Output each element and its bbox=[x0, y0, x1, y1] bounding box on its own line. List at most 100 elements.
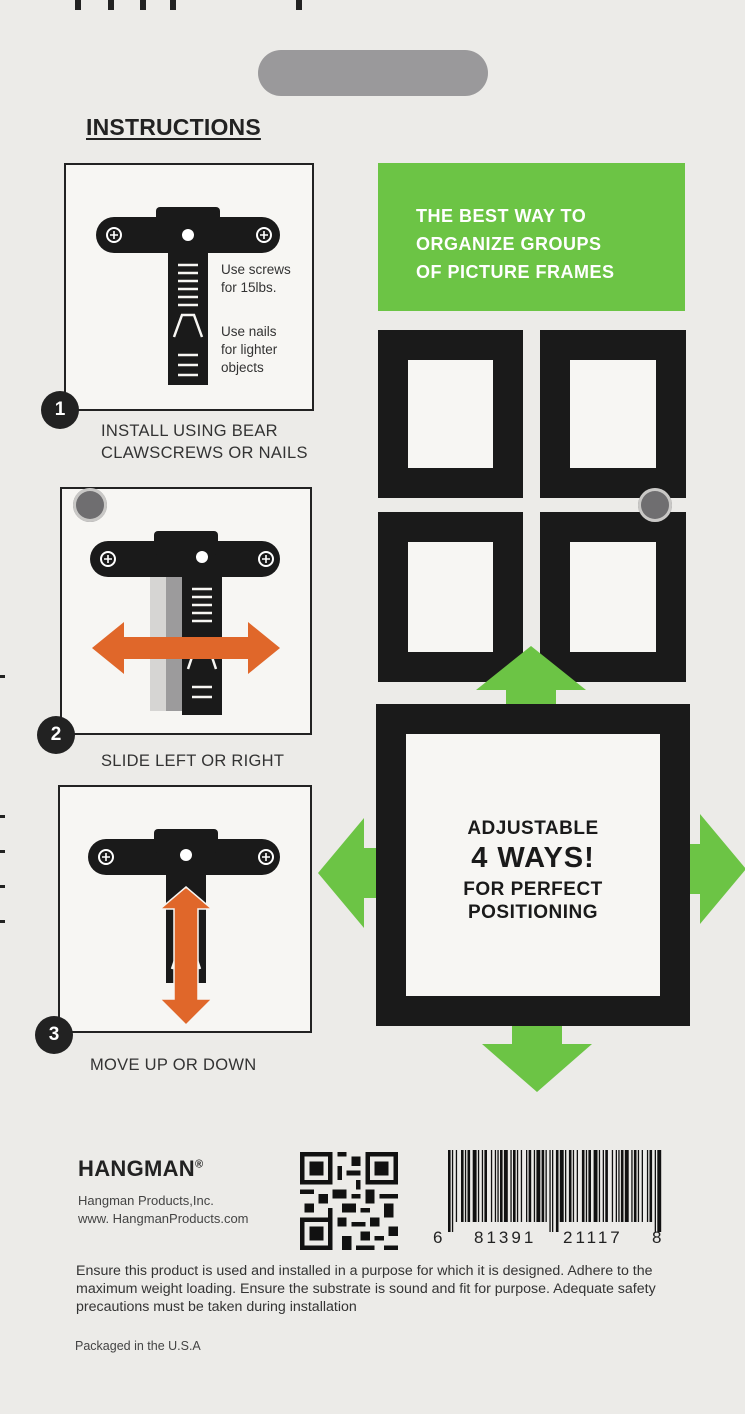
barcode-bar bbox=[464, 1150, 467, 1222]
barcode-bar bbox=[624, 1150, 629, 1222]
barcode-bar bbox=[615, 1150, 617, 1222]
barcode-bar bbox=[657, 1150, 662, 1232]
barcode-bar bbox=[451, 1150, 454, 1232]
side-edge-mark bbox=[0, 815, 5, 818]
left-arrow-icon bbox=[318, 818, 380, 928]
top-edge-mark bbox=[140, 0, 146, 10]
barcode-digit: 8 bbox=[652, 1228, 662, 1247]
top-edge-mark bbox=[75, 0, 81, 10]
promo-banner: THE BEST WAY TO ORGANIZE GROUPS OF PICTU… bbox=[378, 163, 685, 311]
barcode bbox=[448, 1150, 662, 1232]
step-3-number: 3 bbox=[35, 1016, 73, 1054]
barcode-bar bbox=[494, 1150, 497, 1222]
brand-logo: HANGMAN® bbox=[78, 1156, 203, 1182]
barcode-bar bbox=[536, 1150, 541, 1222]
instructions-title: INSTRUCTIONS bbox=[86, 114, 261, 140]
note-line: for 15lbs. bbox=[221, 280, 277, 295]
barcode-bar bbox=[598, 1150, 601, 1222]
step-1-number: 1 bbox=[41, 391, 79, 429]
barcode-bar bbox=[568, 1150, 572, 1222]
note-line: objects bbox=[221, 360, 264, 375]
up-arrow-icon bbox=[476, 646, 586, 704]
note-line: for lighter bbox=[221, 342, 278, 357]
brand-name: HANGMAN bbox=[78, 1156, 195, 1181]
barcode-bar bbox=[526, 1150, 528, 1222]
packaged-note: Packaged in the U.S.A bbox=[75, 1339, 201, 1353]
barcode-digit: 81391 bbox=[474, 1228, 537, 1247]
barcode-bar bbox=[477, 1150, 480, 1222]
barcode-bar bbox=[585, 1150, 588, 1222]
promo-line: ORGANIZE GROUPS bbox=[416, 234, 602, 254]
barcode-bar bbox=[472, 1150, 477, 1222]
screws-note: Use screws for 15lbs. bbox=[221, 261, 291, 297]
barcode-bar bbox=[513, 1150, 516, 1222]
barcode-bar bbox=[461, 1150, 464, 1222]
move-illustration bbox=[88, 829, 280, 1027]
side-edge-mark bbox=[0, 850, 5, 853]
barcode-bar bbox=[588, 1150, 591, 1222]
barcode-bar bbox=[576, 1150, 578, 1222]
barcode-bar bbox=[633, 1150, 637, 1222]
barcode-bar bbox=[484, 1150, 487, 1222]
step-1-panel: Use screws for 15lbs. Use nails for ligh… bbox=[64, 163, 314, 411]
caption-line: CLAWSCREWS OR NAILS bbox=[101, 444, 308, 462]
step-2-caption: SLIDE LEFT OR RIGHT bbox=[101, 752, 285, 770]
barcode-bar bbox=[490, 1150, 493, 1222]
barcode-bar bbox=[565, 1150, 567, 1222]
barcode-bar bbox=[481, 1150, 484, 1222]
package-hole bbox=[638, 488, 672, 522]
barcode-bar bbox=[559, 1150, 564, 1222]
barcode-bar bbox=[555, 1150, 559, 1232]
picture-frame bbox=[540, 512, 686, 682]
adjust-line: FOR PERFECT bbox=[463, 879, 603, 900]
barcode-bar bbox=[611, 1150, 614, 1222]
barcode-bar bbox=[552, 1150, 554, 1232]
adjustable-text: ADJUSTABLE 4 WAYS! FOR PERFECT POSITIONI… bbox=[406, 818, 660, 924]
barcode-bar bbox=[631, 1150, 633, 1222]
adjust-line: POSITIONING bbox=[467, 902, 599, 923]
barcode-bar bbox=[467, 1150, 471, 1222]
top-edge-mark bbox=[296, 0, 302, 10]
barcode-bar bbox=[533, 1150, 536, 1222]
caption-line: INSTALL USING BEAR bbox=[101, 422, 278, 440]
barcode-bar bbox=[581, 1150, 585, 1222]
step-2-number: 2 bbox=[37, 716, 75, 754]
top-edge-mark bbox=[108, 0, 114, 10]
picture-frame bbox=[378, 512, 523, 682]
t-hanger-illustration bbox=[96, 207, 280, 385]
barcode-bar bbox=[503, 1150, 508, 1222]
nails-note: Use nails for lighter objects bbox=[221, 323, 277, 377]
package-hole bbox=[73, 488, 107, 522]
promo-line: OF PICTURE FRAMES bbox=[416, 262, 615, 282]
barcode-bar bbox=[500, 1150, 503, 1222]
note-line: Use nails bbox=[221, 324, 277, 339]
side-edge-mark bbox=[0, 885, 5, 888]
adjust-line: ADJUSTABLE bbox=[467, 818, 599, 839]
down-arrow-icon bbox=[482, 1022, 592, 1092]
barcode-bar bbox=[448, 1150, 451, 1232]
top-edge-mark bbox=[170, 0, 176, 10]
step-2-panel bbox=[60, 487, 312, 735]
step-3-panel bbox=[58, 785, 312, 1033]
barcode-digit: 21117 bbox=[563, 1228, 623, 1247]
qr-code-icon bbox=[300, 1152, 398, 1250]
side-edge-mark bbox=[0, 675, 5, 678]
note-line: Use screws bbox=[221, 262, 291, 277]
barcode-bar bbox=[649, 1150, 653, 1222]
barcode-bar bbox=[497, 1150, 499, 1222]
barcode-bar bbox=[602, 1150, 604, 1222]
barcode-bar bbox=[516, 1150, 519, 1222]
barcode-bar bbox=[654, 1150, 656, 1232]
barcode-bar bbox=[572, 1150, 575, 1222]
barcode-bar bbox=[455, 1150, 458, 1222]
right-arrow-icon bbox=[688, 814, 745, 924]
company-website[interactable]: www. HangmanProducts.com bbox=[78, 1211, 249, 1226]
barcode-digit: 6 bbox=[433, 1228, 443, 1247]
promo-line: THE BEST WAY TO bbox=[416, 206, 587, 226]
barcode-bar bbox=[593, 1150, 598, 1222]
barcode-bar bbox=[528, 1150, 532, 1222]
picture-frame bbox=[378, 330, 523, 498]
picture-frame bbox=[540, 330, 686, 498]
side-edge-mark bbox=[0, 920, 5, 923]
barcode-bar bbox=[605, 1150, 608, 1222]
